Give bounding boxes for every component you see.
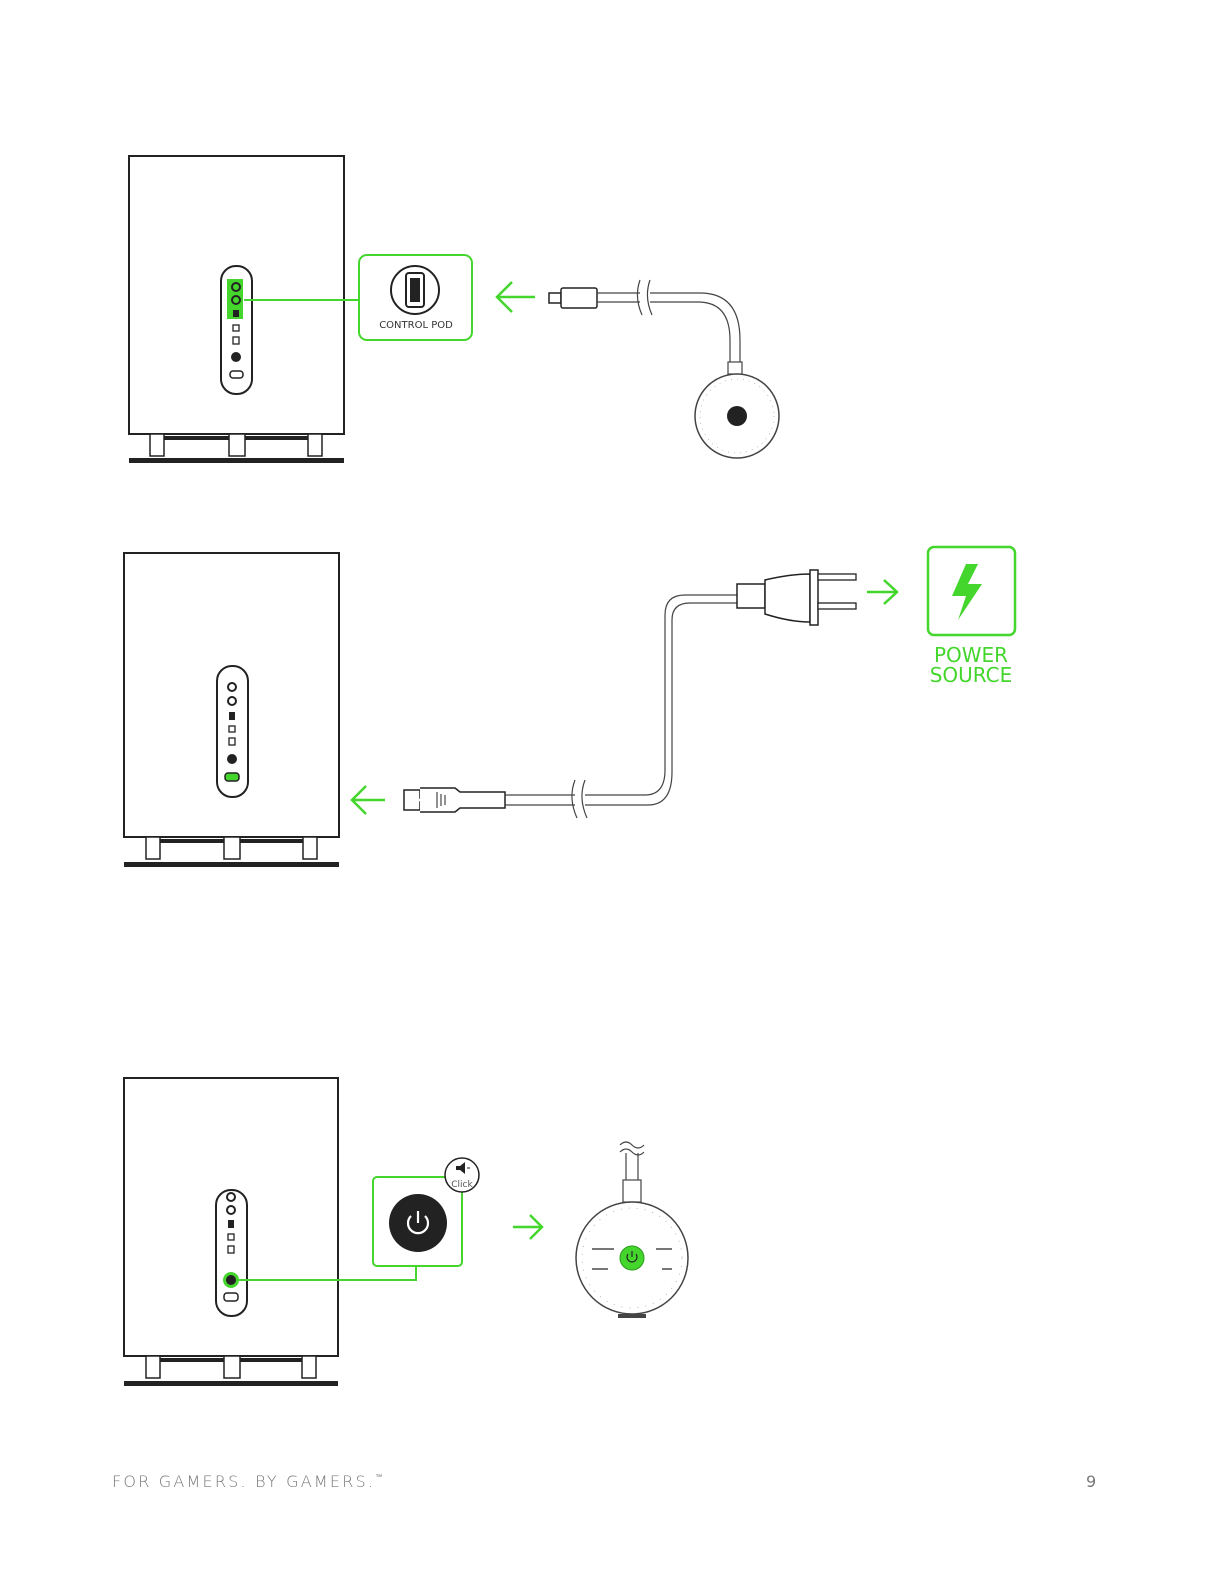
subwoofer-icon — [124, 553, 339, 867]
step2-diagram: POWER SOURCE — [0, 540, 1224, 880]
control-pod-label: CONTROL POD — [379, 320, 453, 331]
footer-tagline-text: FOR GAMERS. BY GAMERS. — [112, 1472, 375, 1491]
trademark-symbol: ™ — [375, 1473, 382, 1481]
control-pod-icon — [549, 280, 779, 458]
page-number: 9 — [1086, 1472, 1096, 1491]
arrow-left-icon — [352, 786, 385, 814]
subwoofer-icon — [129, 156, 344, 463]
power-plug-icon — [404, 570, 856, 818]
step3-diagram: Click — [0, 1065, 1224, 1395]
step1-diagram: CONTROL POD — [0, 140, 1224, 480]
control-pod-icon — [576, 1142, 688, 1318]
power-source-label-line2: SOURCE — [930, 663, 1013, 687]
footer-tagline: FOR GAMERS. BY GAMERS.™ — [112, 1472, 382, 1491]
arrow-left-icon — [497, 282, 535, 312]
arrow-right-icon — [513, 1215, 542, 1239]
lightning-bolt-icon — [928, 547, 1015, 635]
arrow-right-icon — [867, 580, 897, 604]
click-label: Click — [451, 1180, 473, 1190]
power-button-icon — [389, 1194, 447, 1252]
subwoofer-icon — [124, 1078, 338, 1386]
